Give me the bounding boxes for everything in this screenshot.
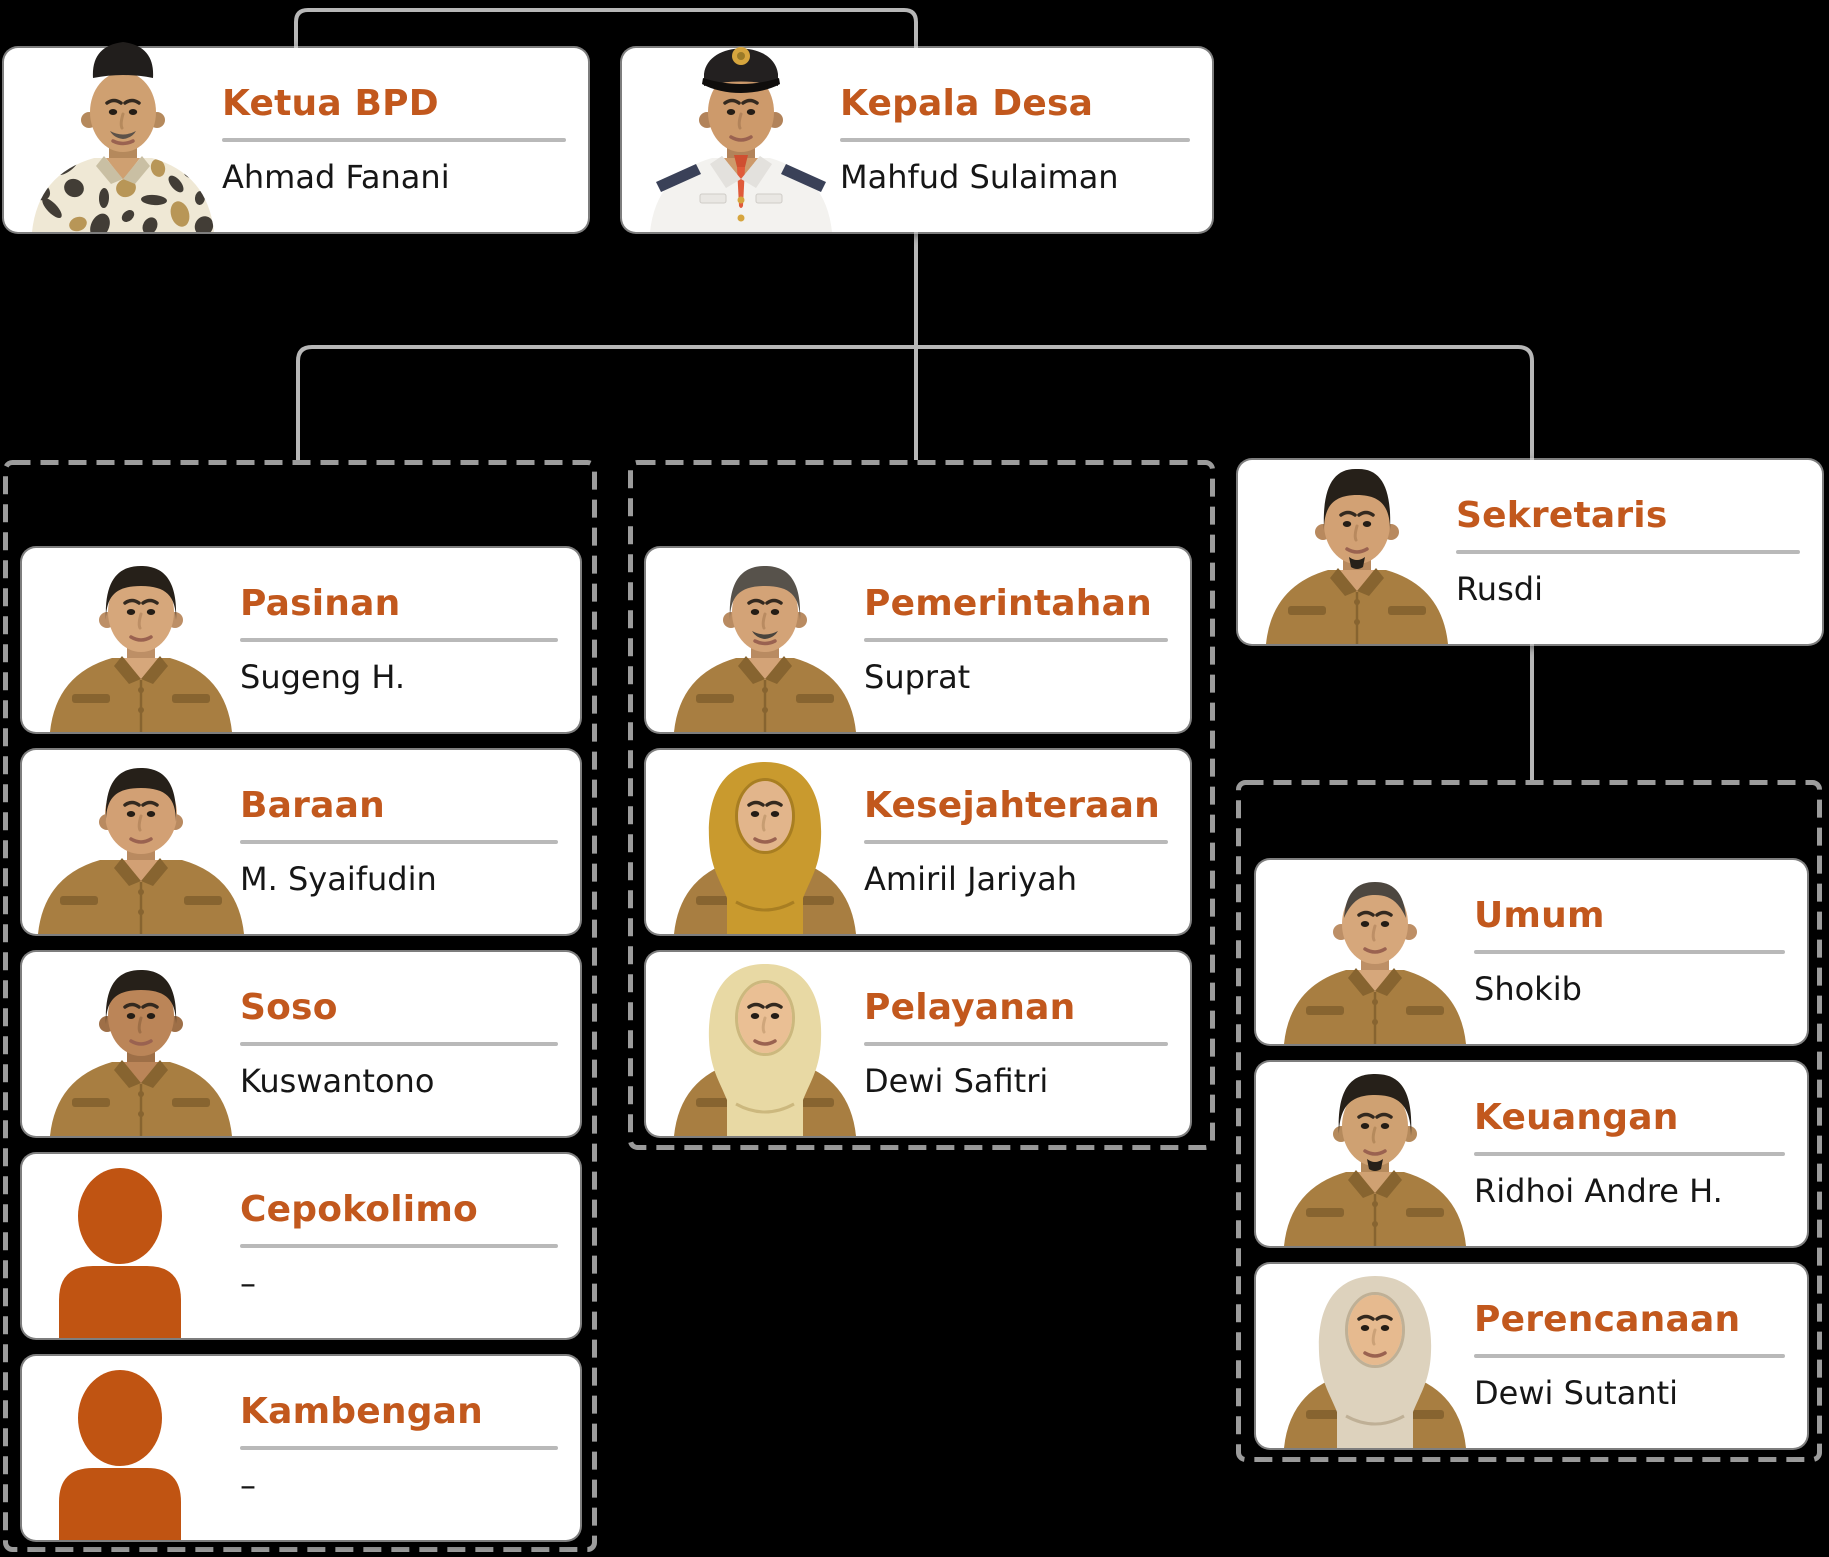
member-name: Sugeng H. [240, 658, 406, 696]
member-photo [22, 548, 252, 732]
position-title: Perencanaan [1474, 1299, 1741, 1340]
position-title: Umum [1474, 895, 1605, 936]
title-divider [240, 1042, 558, 1046]
member-photo [1256, 1062, 1486, 1246]
position-title: Soso [240, 987, 338, 1028]
person-placeholder-icon [22, 1356, 252, 1540]
card-pelayanan: Pelayanan Dewi Safitri [646, 952, 1190, 1136]
card-perencanaan: Perencanaan Dewi Sutanti [1256, 1264, 1807, 1448]
position-title: Baraan [240, 785, 385, 826]
member-name: – [240, 1264, 256, 1302]
member-photo [1256, 1264, 1486, 1448]
member-name: Mahfud Sulaiman [840, 158, 1119, 196]
position-title: Pelayanan [864, 987, 1076, 1028]
position-title: Kesejahteraan [864, 785, 1160, 826]
member-photo [22, 750, 252, 934]
member-photo [1256, 860, 1486, 1044]
connector-branch-bar [296, 345, 1534, 460]
title-divider [1474, 1152, 1785, 1156]
card-pasinan: Pasinan Sugeng H. [22, 548, 580, 732]
member-name: Dewi Safitri [864, 1062, 1049, 1100]
position-title: Pasinan [240, 583, 401, 624]
member-name: Suprat [864, 658, 971, 696]
member-name: Kuswantono [240, 1062, 435, 1100]
position-title: Sekretaris [1456, 495, 1668, 536]
member-photo [622, 47, 852, 232]
title-divider [240, 1446, 558, 1450]
title-divider [1474, 950, 1785, 954]
connector-top-bracket [294, 8, 918, 48]
title-divider [222, 138, 566, 142]
member-name: Amiril Jariyah [864, 860, 1077, 898]
member-name: Shokib [1474, 970, 1582, 1008]
position-title: Pemerintahan [864, 583, 1152, 624]
card-cepokolimo: Cepokolimo – [22, 1154, 580, 1338]
group-border-kaur [1236, 780, 1822, 1462]
title-divider [240, 840, 558, 844]
title-divider [864, 840, 1168, 844]
position-title: Cepokolimo [240, 1189, 478, 1230]
card-keuangan: Keuangan Ridhoi Andre H. [1256, 1062, 1807, 1246]
card-baraan: Baraan M. Syaifudin [22, 750, 580, 934]
member-name: M. Syaifudin [240, 860, 437, 898]
member-name: Ridhoi Andre H. [1474, 1172, 1723, 1210]
title-divider [840, 138, 1190, 142]
member-photo [22, 952, 252, 1136]
member-photo [646, 548, 876, 732]
title-divider [1474, 1354, 1785, 1358]
member-photo [1238, 460, 1468, 644]
card-kesejahteraan: Kesejahteraan Amiril Jariyah [646, 750, 1190, 934]
title-divider [240, 1244, 558, 1248]
card-soso: Soso Kuswantono [22, 952, 580, 1136]
group-border-kasi [628, 460, 1215, 1150]
member-photo [646, 750, 876, 934]
title-divider [864, 1042, 1168, 1046]
title-divider [1456, 550, 1800, 554]
position-title: Kambengan [240, 1391, 484, 1432]
member-photo [4, 42, 234, 232]
member-name: Ahmad Fanani [222, 158, 450, 196]
card-ketua-bpd: Ketua BPD Ahmad Fanani [4, 42, 588, 232]
card-kambengan: Kambengan – [22, 1356, 580, 1540]
card-kepala-desa: Kepala Desa Mahfud Sulaiman [622, 47, 1212, 232]
card-sekretaris: Sekretaris Rusdi [1238, 460, 1822, 644]
group-border-kepala-dusun [3, 460, 597, 1552]
card-pemerintahan: Pemerintahan Suprat [646, 548, 1190, 732]
title-divider [240, 638, 558, 642]
member-name: Dewi Sutanti [1474, 1374, 1679, 1412]
member-name: Rusdi [1456, 570, 1543, 608]
position-title: Keuangan [1474, 1097, 1679, 1138]
member-name: – [240, 1466, 256, 1504]
position-title: Ketua BPD [222, 83, 439, 124]
person-placeholder-icon [22, 1154, 252, 1338]
member-photo [646, 952, 876, 1136]
title-divider [864, 638, 1168, 642]
position-title: Kepala Desa [840, 83, 1094, 124]
card-umum: Umum Shokib [1256, 860, 1807, 1044]
